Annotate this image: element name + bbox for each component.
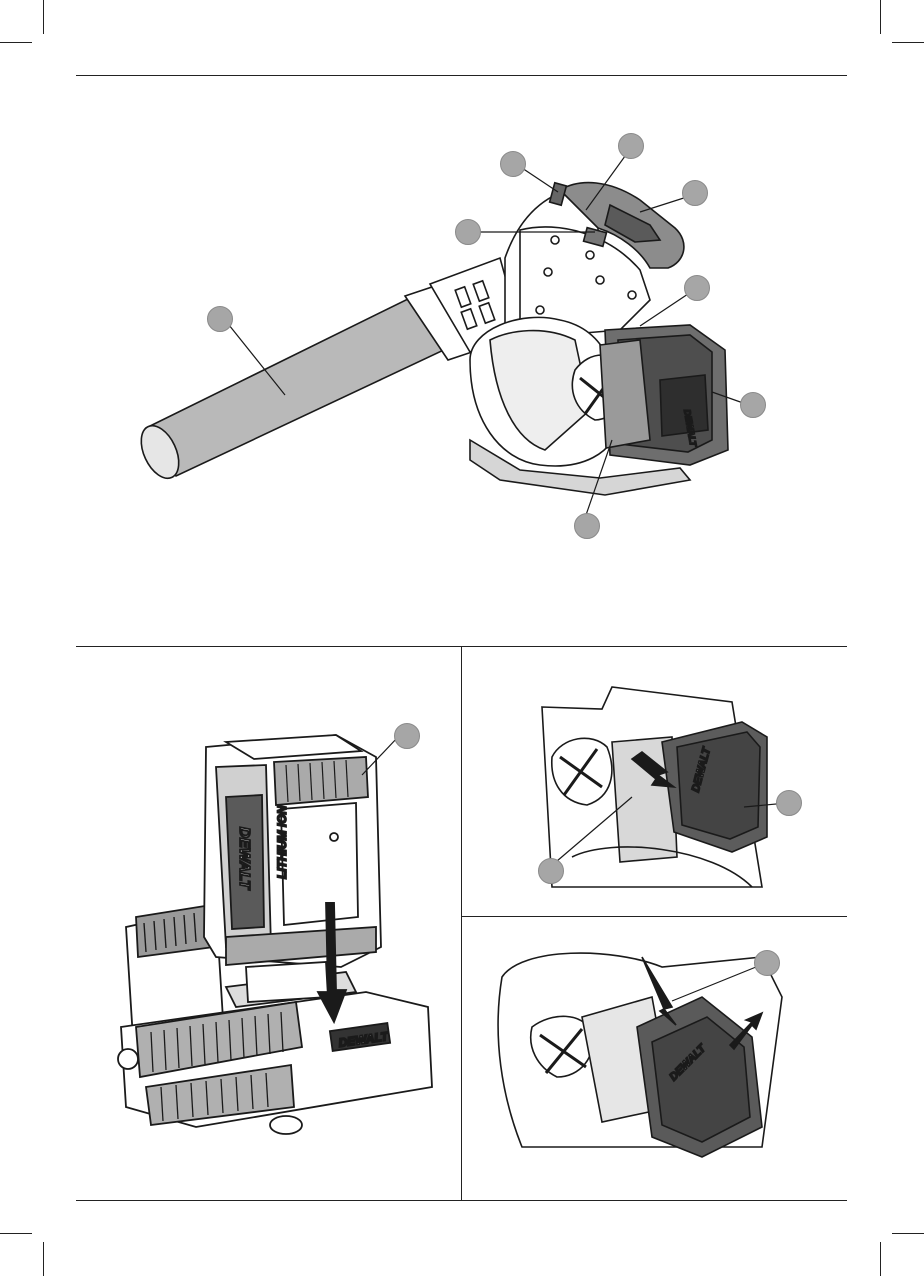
battery-brand: DEWALT xyxy=(236,827,253,891)
callout-battery-pack xyxy=(740,392,766,418)
crop-mark-bottom-left-v xyxy=(43,1242,44,1276)
callout-insert-port xyxy=(538,858,564,884)
callout-handle-grip xyxy=(682,180,708,206)
crop-mark-bottom-left-h xyxy=(0,1233,32,1234)
battery-type-label: LITHIUM ION xyxy=(275,805,289,879)
callout-tube xyxy=(207,306,233,332)
callout-lock-button xyxy=(618,133,644,159)
blower-illustration: DEWALT xyxy=(0,90,924,650)
battery-remove-illustration: DEWALT xyxy=(462,917,847,1200)
blower-battery: DEWALT xyxy=(600,325,728,465)
crop-mark-top-left-h xyxy=(0,42,32,43)
crop-mark-bottom-right-h xyxy=(892,1233,924,1234)
callout-insert-battery xyxy=(776,790,802,816)
callout-speed-switch xyxy=(500,151,526,177)
panel-bottom-rule xyxy=(76,1200,847,1201)
callout-trigger xyxy=(455,219,481,245)
header-rule xyxy=(76,75,847,76)
callout-remove-release xyxy=(754,950,780,976)
crop-mark-top-left-v xyxy=(43,0,44,34)
crop-mark-top-right-v xyxy=(880,0,881,34)
battery-insert-illustration: DEWALT xyxy=(462,647,847,915)
blower-tube xyxy=(134,258,520,484)
callout-battery-release xyxy=(684,275,710,301)
crop-mark-bottom-right-v xyxy=(880,1242,881,1276)
callout-battery-charger xyxy=(394,723,420,749)
callout-battery-port xyxy=(574,513,600,539)
crop-mark-top-right-h xyxy=(892,42,924,43)
